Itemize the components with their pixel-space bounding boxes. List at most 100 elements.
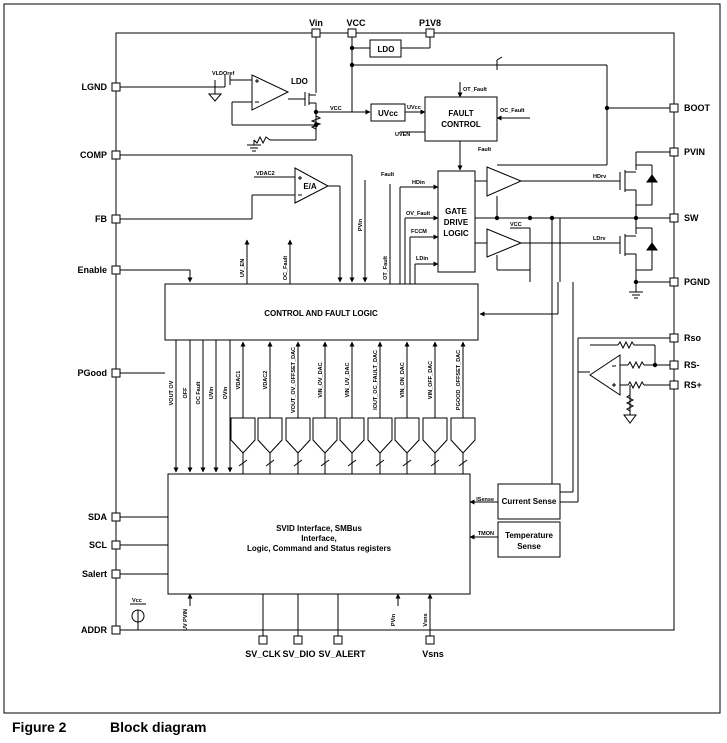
sig-ot-fault: OT_Fault	[463, 87, 487, 93]
sig-vcc-node: VCC	[330, 106, 342, 112]
pin-label-rso: Rso	[684, 333, 702, 343]
pin-pad-addr	[111, 625, 121, 635]
sig-vout-ov: VOUT OV	[169, 380, 175, 405]
figure-number: Figure 2	[12, 719, 67, 735]
wiring	[116, 33, 674, 640]
sig-vcc-drv: VCC	[510, 222, 522, 228]
sig-vin-off-dac: VIN_OFF_DAC	[428, 361, 434, 399]
pin-pad-sv-alert	[333, 635, 343, 645]
svid-line2: Interface,	[301, 534, 337, 543]
pin-pad-rso	[669, 333, 679, 343]
pin-label-comp: COMP	[80, 150, 107, 160]
svid-block	[167, 473, 471, 595]
pin-pad-sv-dio	[293, 635, 303, 645]
gate-drive-block	[437, 170, 476, 273]
smbus-wires	[120, 516, 168, 575]
pin-label-vin: Vin	[309, 18, 323, 28]
pin-pad-salert	[111, 569, 121, 579]
pin-pad-pvin	[669, 147, 679, 157]
sig-ov-fault: OV_Fault	[406, 211, 430, 217]
pin-label-salert: Salert	[82, 569, 107, 579]
pin-label-fb: FB	[95, 214, 107, 224]
sig-uven: UVEN	[395, 132, 410, 138]
pin-pads	[111, 28, 679, 645]
pin-pad-pgood	[111, 368, 121, 378]
pin-pad-vcc	[347, 28, 357, 38]
pin-label-sv-clk: SV_CLK	[245, 649, 281, 659]
sig-fault-mid: Fault	[381, 172, 394, 178]
sig-hdin: HDin	[412, 180, 425, 186]
pin-pad-enable	[111, 265, 121, 275]
gate-drive-line3: LOGIC	[443, 229, 469, 238]
sig-vin-uv-dac: VIN_UV_DAC	[345, 363, 351, 398]
figure-title: Block diagram	[110, 719, 207, 735]
pin-pad-sw	[669, 213, 679, 223]
sig-vdac2: VDAC2	[256, 171, 275, 177]
pin-label-vsns: Vsns	[422, 649, 444, 659]
pin-pad-p1v8	[425, 28, 435, 38]
pin-label-sv-alert: SV_ALERT	[318, 649, 366, 659]
pin-label-vcc: VCC	[346, 18, 366, 28]
pin-label-sv-dio: SV_DIO	[282, 649, 315, 659]
current-sense-block	[497, 483, 561, 520]
pin-label-sda: SDA	[88, 512, 108, 522]
sig-uvin: UVin	[209, 386, 215, 399]
ldo-top-block	[369, 39, 402, 58]
sig-oc-fault-up: OC_Fault	[283, 256, 289, 281]
dac-converters	[230, 417, 476, 454]
temperature-sense-block	[497, 521, 561, 558]
sig-vsns-bottom: Vsns	[423, 613, 429, 626]
sig-vcc-addr: Vcc	[132, 598, 142, 604]
pin-label-rs-minus: RS-	[684, 360, 700, 370]
ldo-left-label: LDO	[291, 77, 308, 86]
sig-pgood-offset-dac: PGOOD_OFFSET_DAC	[456, 350, 462, 410]
pin-pad-rs-minus	[669, 360, 679, 370]
pin-label-addr: ADDR	[81, 625, 107, 635]
pin-label-scl: SCL	[89, 540, 108, 550]
sig-iout-oc-fault-dac: IOUT_OC_FAULT_DAC	[373, 350, 379, 410]
power-devices	[130, 56, 658, 623]
ldo-amplifier	[251, 74, 290, 111]
sig-ldrv: LDrv	[593, 236, 606, 242]
current-sense-amplifier	[589, 354, 621, 396]
sig-fccm: FCCM	[411, 229, 427, 235]
temperature-sense-line2: Sense	[517, 542, 541, 551]
low-side-driver	[486, 228, 523, 258]
error-amplifier	[294, 167, 330, 204]
sig-uv-pvin: UV PVIN	[183, 609, 189, 631]
pin-pad-sda	[111, 512, 121, 522]
pin-pad-fb	[111, 214, 121, 224]
figure-frame	[3, 3, 721, 714]
pin-label-rs-plus: RS+	[684, 380, 702, 390]
uvcc-block	[370, 103, 406, 122]
high-side-driver	[486, 166, 523, 197]
amp-polarity-marks	[255, 79, 616, 387]
sig-hdrv: HDrv	[593, 174, 607, 180]
sig-fault: Fault	[478, 147, 491, 153]
temperature-sense-line1: Temperature	[505, 531, 553, 540]
pin-label-boot: BOOT	[684, 103, 711, 113]
pin-label-pgnd: PGND	[684, 277, 711, 287]
sig-tmon: TMON	[478, 531, 494, 537]
ldo-top-label: LDO	[378, 45, 395, 54]
ground-symbols	[207, 93, 643, 424]
pin-label-sw: SW	[684, 213, 699, 223]
sig-isense: ISense	[476, 497, 494, 503]
control-fault-logic-block	[164, 283, 479, 341]
uvcc-label: UVcc	[378, 109, 399, 118]
pin-label-enable: Enable	[77, 265, 107, 275]
bus-slashes	[238, 459, 468, 467]
current-sense-label: Current Sense	[502, 497, 557, 506]
pin-pad-vin	[311, 28, 321, 38]
sig-oc-fault-in: OC_Fault	[500, 108, 525, 114]
svid-line3: Logic, Command and Status registers	[247, 544, 392, 553]
pin-label-p1v8: P1V8	[419, 18, 441, 28]
ea-label: E/A	[303, 182, 317, 191]
sig-vdac2-dac: VDAC2	[263, 371, 269, 390]
pin-pad-boot	[669, 103, 679, 113]
pin-pad-rs-plus	[669, 380, 679, 390]
pin-pad-vsns	[425, 635, 435, 645]
sig-pvin-bottom: PVin	[391, 613, 397, 626]
gate-drive-line1: GATE	[445, 207, 467, 216]
